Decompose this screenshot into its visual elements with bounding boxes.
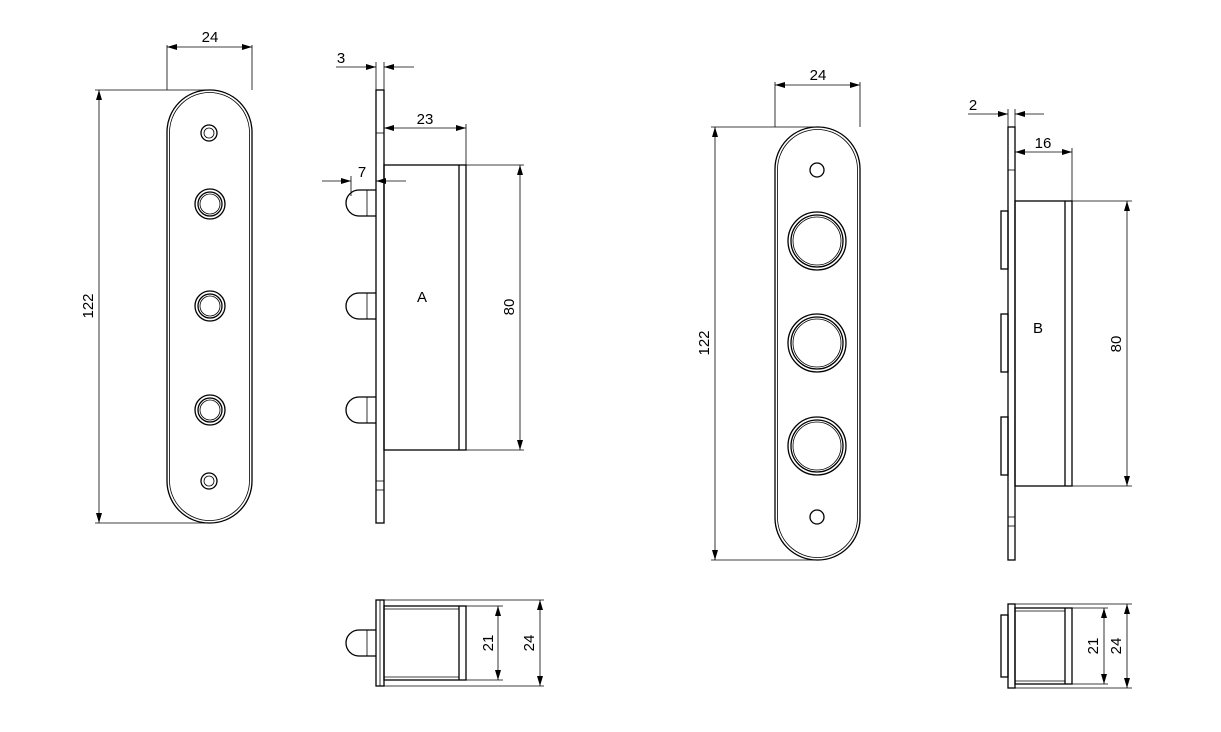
part-a-front-view: 24 122	[80, 29, 253, 524]
part-b-body-height-dimension: 80	[1072, 200, 1132, 487]
part-b-side-view: B 2 16 80	[968, 97, 1132, 561]
part-b-front-height-dimension: 122	[696, 126, 817, 561]
part-a-body-height-label: 80	[501, 299, 518, 316]
part-b-body-depth-dimension: 16	[1015, 135, 1073, 201]
part-b-side-body	[1014, 200, 1073, 487]
part-b-front-width-dimension: 24	[774, 67, 861, 127]
part-b-label: B	[1033, 320, 1043, 337]
part-b-bottom-inner-dimension: 21	[1072, 607, 1108, 685]
part-a-bottom-outer-dimension: 24	[384, 599, 544, 687]
part-b-pin-3	[1000, 416, 1009, 476]
part-a-faceplate-inner-edge	[169, 92, 250, 521]
part-a-pin-hole-3	[194, 394, 226, 426]
part-b-bottom-outer-label: 24	[1108, 638, 1125, 655]
part-a-pin-hole-1	[194, 188, 226, 220]
part-a-screw-hole-top	[200, 124, 218, 142]
part-a-bottom-outer-label: 24	[521, 635, 538, 652]
part-b-faceplate-inner-edge	[777, 129, 858, 558]
part-b-bottom-view: 21 24	[1000, 603, 1132, 689]
part-b-pin-2	[1000, 313, 1009, 373]
part-b-front-width-label: 24	[810, 67, 827, 84]
part-b-screw-hole-top	[809, 162, 825, 178]
part-b-plate-thickness-label: 2	[969, 97, 977, 114]
part-a-side-plate	[375, 89, 385, 524]
part-a-faceplate-outline	[166, 89, 253, 524]
part-b-faceplate-outline	[774, 126, 861, 561]
part-b-body-depth-label: 16	[1035, 135, 1052, 152]
part-a-pin-1	[345, 189, 376, 217]
part-b-bottom-plate	[1007, 603, 1016, 689]
part-a-pin-hole-2	[194, 290, 226, 322]
part-b-pin-hole-2	[787, 313, 847, 373]
part-a-pin-3	[345, 396, 376, 424]
part-a-front-height-label: 122	[80, 293, 97, 318]
part-a-body-depth-label: 23	[417, 111, 434, 128]
part-a-plate-thickness-dimension: 3	[336, 50, 414, 90]
part-b-plate-thickness-dimension: 2	[968, 97, 1044, 127]
part-a-plate-thickness-label: 3	[337, 50, 345, 67]
part-a-side-view: A 3 23 7 80	[322, 50, 524, 524]
part-b-body-height-label: 80	[1108, 336, 1125, 353]
part-b-screw-hole-bottom	[809, 509, 825, 525]
part-b-pin-hole-3	[787, 416, 847, 476]
part-a-front-width-label: 24	[202, 29, 219, 46]
part-b-front-view: 24 122	[696, 67, 861, 561]
part-a-side-body	[383, 164, 467, 451]
part-a-screw-hole-bottom	[200, 472, 218, 490]
part-a-body-height-dimension: 80	[466, 164, 524, 451]
part-a-pin-protrusion-dimension: 7	[322, 164, 406, 196]
part-b-bottom-pin	[1000, 614, 1009, 678]
part-b-bottom-body	[1014, 607, 1073, 685]
part-b-pin-1	[1000, 210, 1009, 270]
part-a-label: A	[417, 289, 427, 306]
part-a-bottom-view: 21 24	[345, 599, 544, 687]
part-a-pin-protrusion-label: 7	[358, 164, 366, 181]
part-b-bottom-outer-dimension: 24	[1015, 603, 1132, 689]
part-a-bottom-body	[383, 605, 467, 681]
part-a-bottom-pin	[345, 629, 376, 657]
part-a-bottom-inner-label: 21	[480, 635, 497, 652]
part-a-body-depth-dimension: 23	[384, 111, 467, 165]
part-b-pin-hole-1	[787, 211, 847, 271]
part-a-bottom-inner-dimension: 21	[466, 605, 503, 681]
part-b-bottom-inner-label: 21	[1085, 638, 1102, 655]
part-b-front-height-label: 122	[696, 330, 713, 355]
part-b-side-plate	[1007, 126, 1016, 561]
part-a-pin-2	[345, 292, 376, 320]
part-a-front-width-dimension: 24	[166, 29, 253, 90]
part-a-front-height-dimension: 122	[80, 89, 210, 524]
